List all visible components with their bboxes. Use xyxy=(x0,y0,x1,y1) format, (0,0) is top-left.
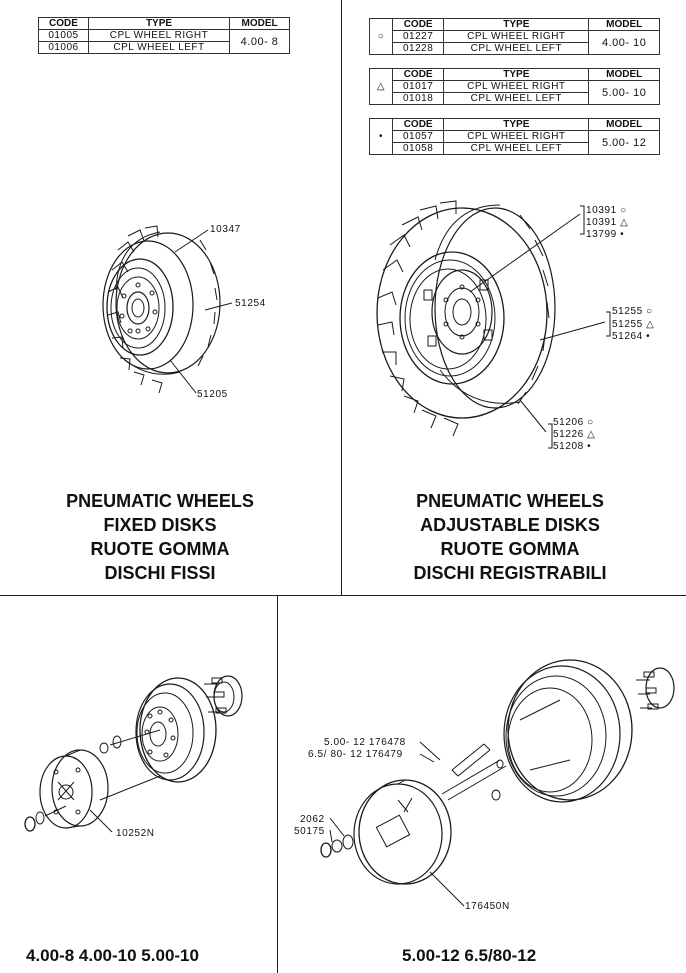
heading-line-4: DISCHI FISSI xyxy=(104,563,216,583)
bottom-left-caption: 4.00-8 4.00-10 5.00-10 xyxy=(26,946,199,965)
code-cell: 01058 xyxy=(391,142,445,155)
heading-line-4: DISCHI REGISTRABILI xyxy=(413,563,607,583)
heading-line-3: RUOTE GOMMA xyxy=(90,539,230,559)
callout-tyre-code-3: 51264 • xyxy=(612,331,651,342)
model-cell: 5.00- 10 xyxy=(588,80,660,105)
code-cell: 01018 xyxy=(391,92,445,105)
callout-tyre-code: 10347 xyxy=(210,224,241,235)
callout-weight-code: 10252N xyxy=(116,828,155,839)
heading-line-1: PNEUMATIC WHEELS xyxy=(66,491,254,511)
callout-tyre-code-1: 51255 ○ xyxy=(612,306,653,317)
symbol-dot: • xyxy=(369,118,393,155)
horizontal-divider xyxy=(0,595,686,596)
type-cell: CPL WHEEL LEFT xyxy=(87,41,231,54)
callout-shaft-a: 5.00- 12 176478 xyxy=(324,737,406,748)
callout-hub-code-3: 13799 • xyxy=(586,229,625,240)
callout-disk: 176450N xyxy=(465,901,510,912)
callout-hub-code-2: 10391 △ xyxy=(586,217,629,228)
callout-rim-code-1: 51206 ○ xyxy=(553,417,594,428)
fixed-weight-assembly-drawing xyxy=(24,675,243,833)
callout-tyre-code-2: 51255 △ xyxy=(612,319,655,330)
type-cell: CPL WHEEL LEFT xyxy=(443,42,590,55)
heading-line-3: RUOTE GOMMA xyxy=(440,539,580,559)
heading-line-2: FIXED DISKS xyxy=(103,515,217,535)
code-cell: 01228 xyxy=(391,42,445,55)
heading-line-2: ADJUSTABLE DISKS xyxy=(420,515,600,535)
vertical-divider-top xyxy=(341,0,342,595)
adjustable-wheel-table-1: ○ CODE TYPE MODEL 01227 CPL WHEEL RIGHT … xyxy=(369,18,660,55)
adjustable-wheel-table-3: • CODE TYPE MODEL 01057 CPL WHEEL RIGHT … xyxy=(369,118,660,155)
callout-hub-code-1: 10391 ○ xyxy=(586,205,627,216)
adjustable-wheel-table-2: △ CODE TYPE MODEL 01017 CPL WHEEL RIGHT … xyxy=(369,68,660,105)
adjustable-weight-assembly-drawing xyxy=(320,659,675,907)
callout-nut: 50175 xyxy=(294,826,325,837)
callout-rim-code: 51205 xyxy=(197,389,228,400)
model-cell: 5.00- 12 xyxy=(588,130,660,155)
vertical-divider-bottom xyxy=(277,595,278,973)
callout-shaft-b: 6.5/ 80- 12 176479 xyxy=(308,749,403,760)
code-cell: 01006 xyxy=(38,41,89,54)
callout-washer: 2062 xyxy=(300,814,325,825)
callout-rim-code-2: 51226 △ xyxy=(553,429,596,440)
heading-line-1: PNEUMATIC WHEELS xyxy=(416,491,604,511)
bottom-right-caption: 5.00-12 6.5/80-12 xyxy=(402,946,537,965)
callout-rim-code-3: 51208 • xyxy=(553,441,592,452)
fixed-disks-heading: PNEUMATIC WHEELS FIXED DISKS RUOTE GOMMA… xyxy=(40,489,280,585)
fixed-disk-wheel-drawing xyxy=(102,225,233,394)
callout-wheel-code: 51254 xyxy=(235,298,266,309)
adjustable-disk-wheel-drawing xyxy=(376,200,611,449)
fixed-wheel-table: CODE TYPE MODEL 01005 CPL WHEEL RIGHT 4.… xyxy=(38,17,290,54)
model-cell: 4.00- 8 xyxy=(229,29,290,54)
symbol-circle: ○ xyxy=(369,18,393,55)
model-cell: 4.00- 10 xyxy=(588,30,660,55)
type-cell: CPL WHEEL LEFT xyxy=(443,92,590,105)
type-cell: CPL WHEEL LEFT xyxy=(443,142,590,155)
adjustable-disks-heading: PNEUMATIC WHEELS ADJUSTABLE DISKS RUOTE … xyxy=(385,489,635,585)
